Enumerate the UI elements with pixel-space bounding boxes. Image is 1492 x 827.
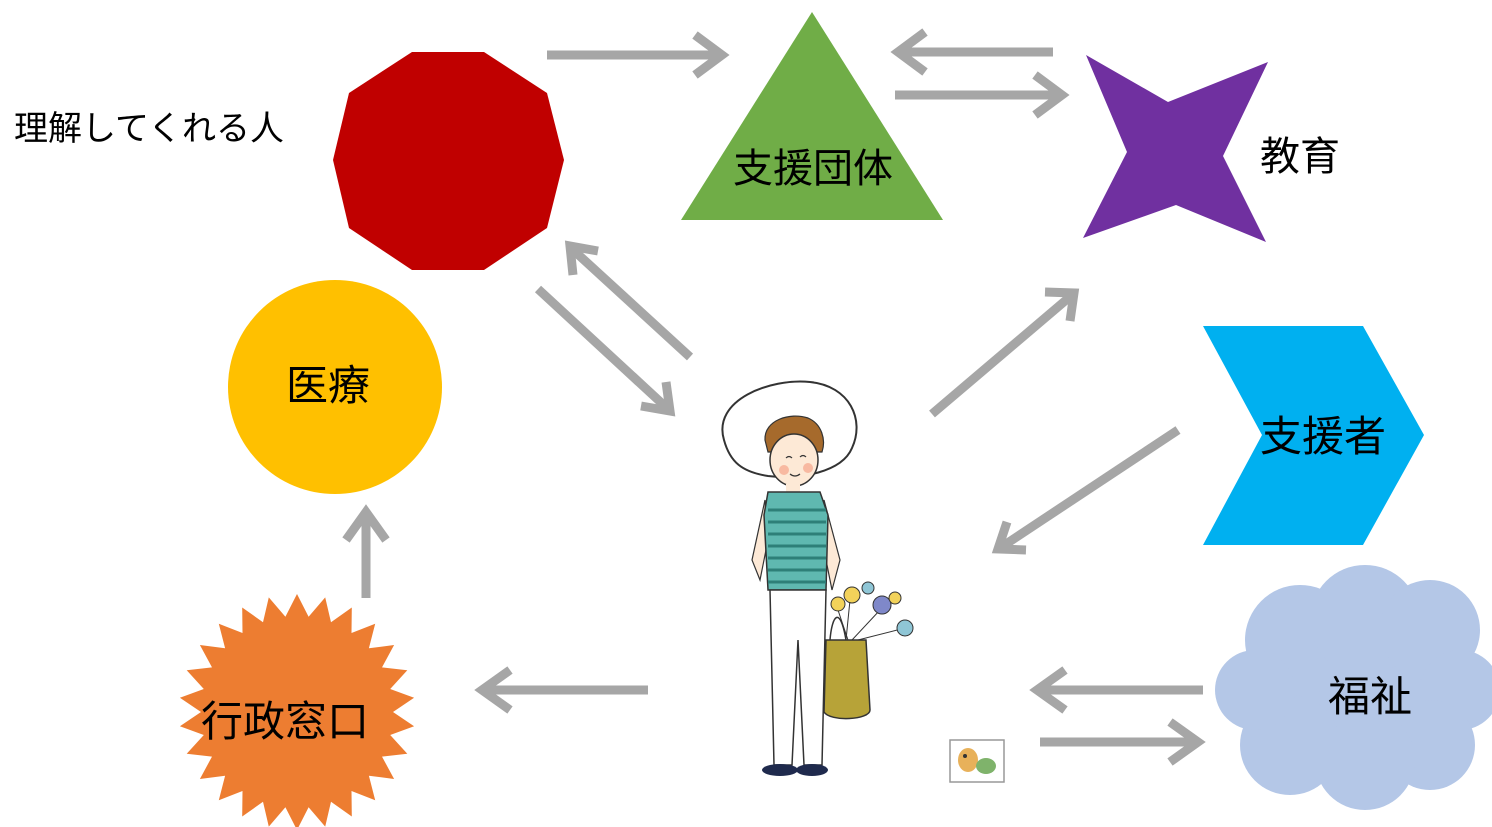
circle-shape	[228, 280, 442, 494]
arrow-dantai-to-kyouiku	[895, 71, 1070, 119]
woman-with-flower-bag-icon	[721, 380, 914, 776]
node-supporter	[1203, 326, 1424, 545]
cloud-shape	[1215, 565, 1492, 810]
node-medical	[228, 280, 442, 494]
node-understanding-person	[333, 52, 564, 270]
label-understanding-person: 理解してくれる人	[14, 109, 284, 149]
arrow-shiensha-to-person	[991, 426, 1181, 555]
hat-icon	[721, 380, 858, 478]
label-support-organization: 支援団体	[733, 146, 893, 192]
arrow-rikai-to-person	[534, 285, 676, 417]
arrow-person-to-gyousei	[474, 666, 648, 714]
node-support-organization	[681, 12, 943, 220]
four-point-star-shape	[1083, 55, 1268, 242]
decagon-shape	[333, 52, 564, 270]
bird-stamp-icon	[949, 739, 1005, 783]
bag-icon	[823, 639, 871, 720]
arrow-fukushi-to-person	[1029, 666, 1203, 714]
label-education: 教育	[1260, 134, 1340, 180]
arrow-person-to-fukushi	[1040, 718, 1206, 766]
striped-top-icon	[763, 491, 829, 591]
triangle-shape	[681, 12, 943, 220]
label-supporter: 支援者	[1260, 412, 1386, 461]
pants-icon	[769, 589, 827, 766]
flower-bouquet-icon	[830, 581, 914, 641]
label-administrative-office: 行政窓口	[201, 697, 369, 746]
connection-arrows	[342, 28, 1206, 766]
label-medical: 医療	[286, 361, 370, 410]
arrow-kyouiku-to-dantai	[890, 28, 1053, 76]
chevron-shape	[1203, 326, 1424, 545]
arrow-rikai-to-dantai	[547, 31, 730, 79]
node-welfare	[1215, 565, 1492, 810]
node-administrative-office	[179, 594, 415, 827]
label-welfare: 福祉	[1328, 672, 1412, 721]
arrow-person-to-rikai	[564, 240, 694, 361]
arrow-gyousei-to-iryou	[342, 504, 390, 598]
node-education	[1083, 55, 1268, 242]
starburst-shape	[179, 594, 415, 827]
arrow-person-to-kyouiku	[929, 287, 1080, 418]
